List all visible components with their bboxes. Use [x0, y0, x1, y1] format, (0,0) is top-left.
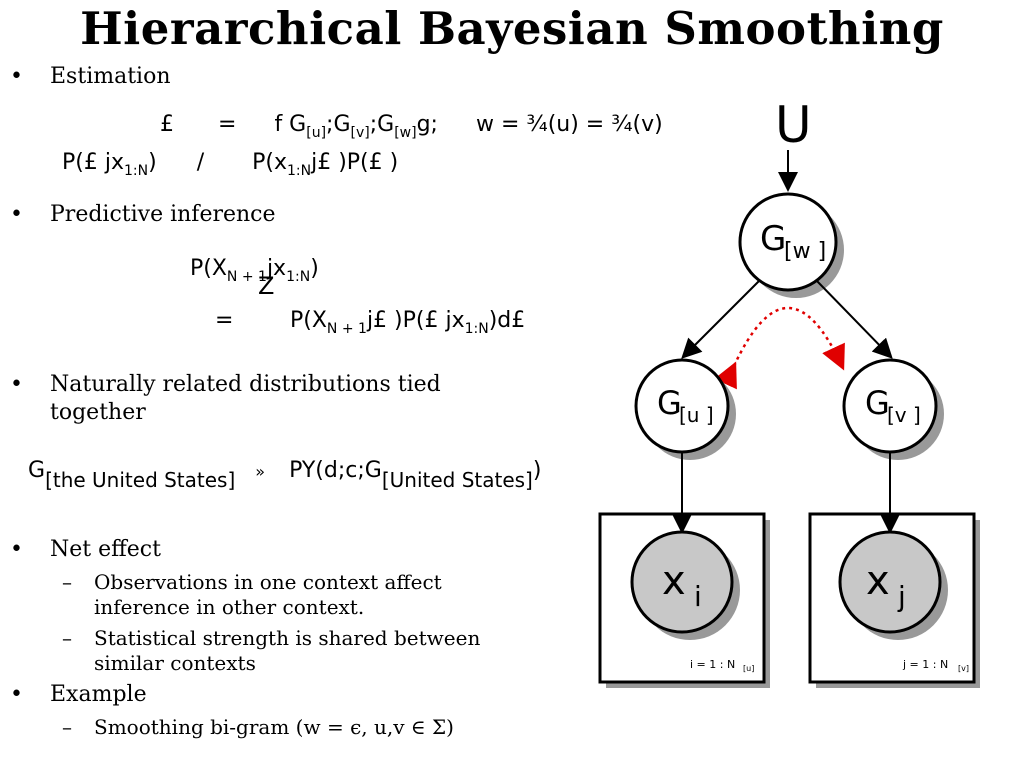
prior: j£ )P(£ ) — [311, 150, 399, 175]
pred-given: jx — [266, 256, 287, 281]
subscript-v: [v] — [350, 125, 370, 141]
xi-label: x — [662, 558, 686, 604]
sep-1: ;G — [326, 112, 351, 137]
subscript: 1:N — [286, 163, 312, 179]
pred-body: j£ )P(£ jx — [366, 308, 465, 333]
gw-subscript: [w ] — [784, 239, 826, 264]
sep-2: ;G — [369, 112, 395, 137]
subscript-the-united-states: [the United States] — [45, 468, 236, 492]
subscript: 1:N — [464, 321, 489, 337]
gw-node — [738, 192, 838, 292]
paren: ) — [148, 150, 157, 175]
dash: – — [62, 626, 72, 650]
gu-label: G — [657, 384, 682, 422]
paren: ) — [532, 458, 542, 483]
equation-predictive-1: P(XN + 1jx1:N) — [190, 256, 319, 285]
subscript: 1:N — [286, 269, 311, 285]
xi-node — [630, 530, 734, 634]
plate-left-subscript: [u] — [743, 664, 754, 673]
posterior: P(£ jx — [62, 150, 124, 175]
plate-right-subscript: [v] — [958, 664, 969, 673]
subscript-w: [w] — [394, 125, 417, 141]
bullet-predictive: Predictive inference — [50, 202, 276, 227]
arrow-gw-to-gu — [681, 279, 761, 359]
bullet-naturally-1: Naturally related distributions tied — [50, 372, 441, 397]
set-open: f G — [274, 112, 307, 137]
tie-arrow — [714, 307, 845, 390]
gw-label: G — [760, 219, 786, 259]
likelihood: P(x — [252, 150, 287, 175]
subscript-u: [u] — [306, 125, 327, 141]
bullet-dot: • — [10, 372, 23, 397]
plate-right-label: j = 1 : N — [902, 658, 948, 671]
set-close: g; — [416, 112, 438, 137]
bullet-dot: • — [10, 537, 23, 562]
integral-sign: Z — [258, 272, 275, 300]
paren: ) — [310, 256, 319, 281]
pred-term: P(X — [190, 256, 227, 281]
bullet-example: Example — [50, 682, 147, 707]
pred-term: P(X — [290, 308, 327, 333]
xj-node — [838, 530, 942, 634]
bullet-naturally-2: together — [50, 400, 146, 425]
xi-subscript: i — [694, 580, 702, 613]
arrow-gw-to-gv — [815, 279, 893, 359]
xj-subscript: j — [897, 580, 906, 613]
subscript: N + 1 — [226, 269, 267, 285]
page-title: Hierarchical Bayesian Smoothing — [80, 2, 944, 55]
bullet-dot: • — [10, 64, 23, 89]
gv-label: G — [865, 384, 890, 422]
graphical-model-diagram: U G [w ] G [u ] G [v ] x i x j i = 1 : N… — [598, 96, 980, 688]
u-label: U — [775, 96, 812, 154]
theta-symbol: £ — [160, 112, 174, 137]
subbullet-observations-2: inference in other context. — [94, 595, 365, 619]
subscript: N + 1 — [326, 321, 367, 337]
equation-tie: G[the United States] » PY(d;c;G[United S… — [28, 458, 542, 492]
pred-end: )d£ — [488, 308, 526, 333]
pitman-yor: PY(d;c;G — [289, 458, 382, 483]
bullet-dot: • — [10, 202, 23, 227]
gu-subscript: [u ] — [679, 403, 714, 427]
subscript: 1:N — [123, 163, 149, 179]
equals-sign: = — [215, 308, 234, 333]
equation-estimation-1: £ = f G[u];G[v];G[w]g; w = ¾(u) = ¾(v) — [160, 112, 663, 141]
subbullet-smoothing: Smoothing bi-gram (w = ϵ, u,v ∈ Σ) — [94, 715, 454, 739]
xj-label: x — [866, 558, 890, 604]
tie-g: G — [28, 458, 46, 483]
plate-left-label: i = 1 : N — [690, 658, 735, 671]
distributed-as: » — [255, 462, 266, 481]
gv-subscript: [v ] — [887, 403, 921, 427]
bullet-estimation: Estimation — [50, 64, 171, 89]
dash: – — [62, 715, 72, 739]
equation-predictive-2: P(XN + 1j£ )P(£ jx1:N)d£ — [290, 308, 526, 337]
subbullet-statistical-2: similar contexts — [94, 651, 256, 675]
bullet-dot: • — [10, 682, 23, 707]
subbullet-statistical-1: Statistical strength is shared between — [94, 626, 481, 650]
w-definition: w = ¾(u) = ¾(v) — [475, 112, 663, 137]
bullet-net-effect: Net effect — [50, 537, 161, 562]
dash: – — [62, 570, 72, 594]
proportional-sign: / — [196, 150, 205, 175]
subscript-united-states: [United States] — [381, 468, 533, 492]
equation-estimation-2: P(£ jx1:N) / P(x1:Nj£ )P(£ ) — [62, 150, 399, 179]
subbullet-observations-1: Observations in one context affect — [94, 570, 442, 594]
equals-sign: = — [218, 112, 237, 137]
